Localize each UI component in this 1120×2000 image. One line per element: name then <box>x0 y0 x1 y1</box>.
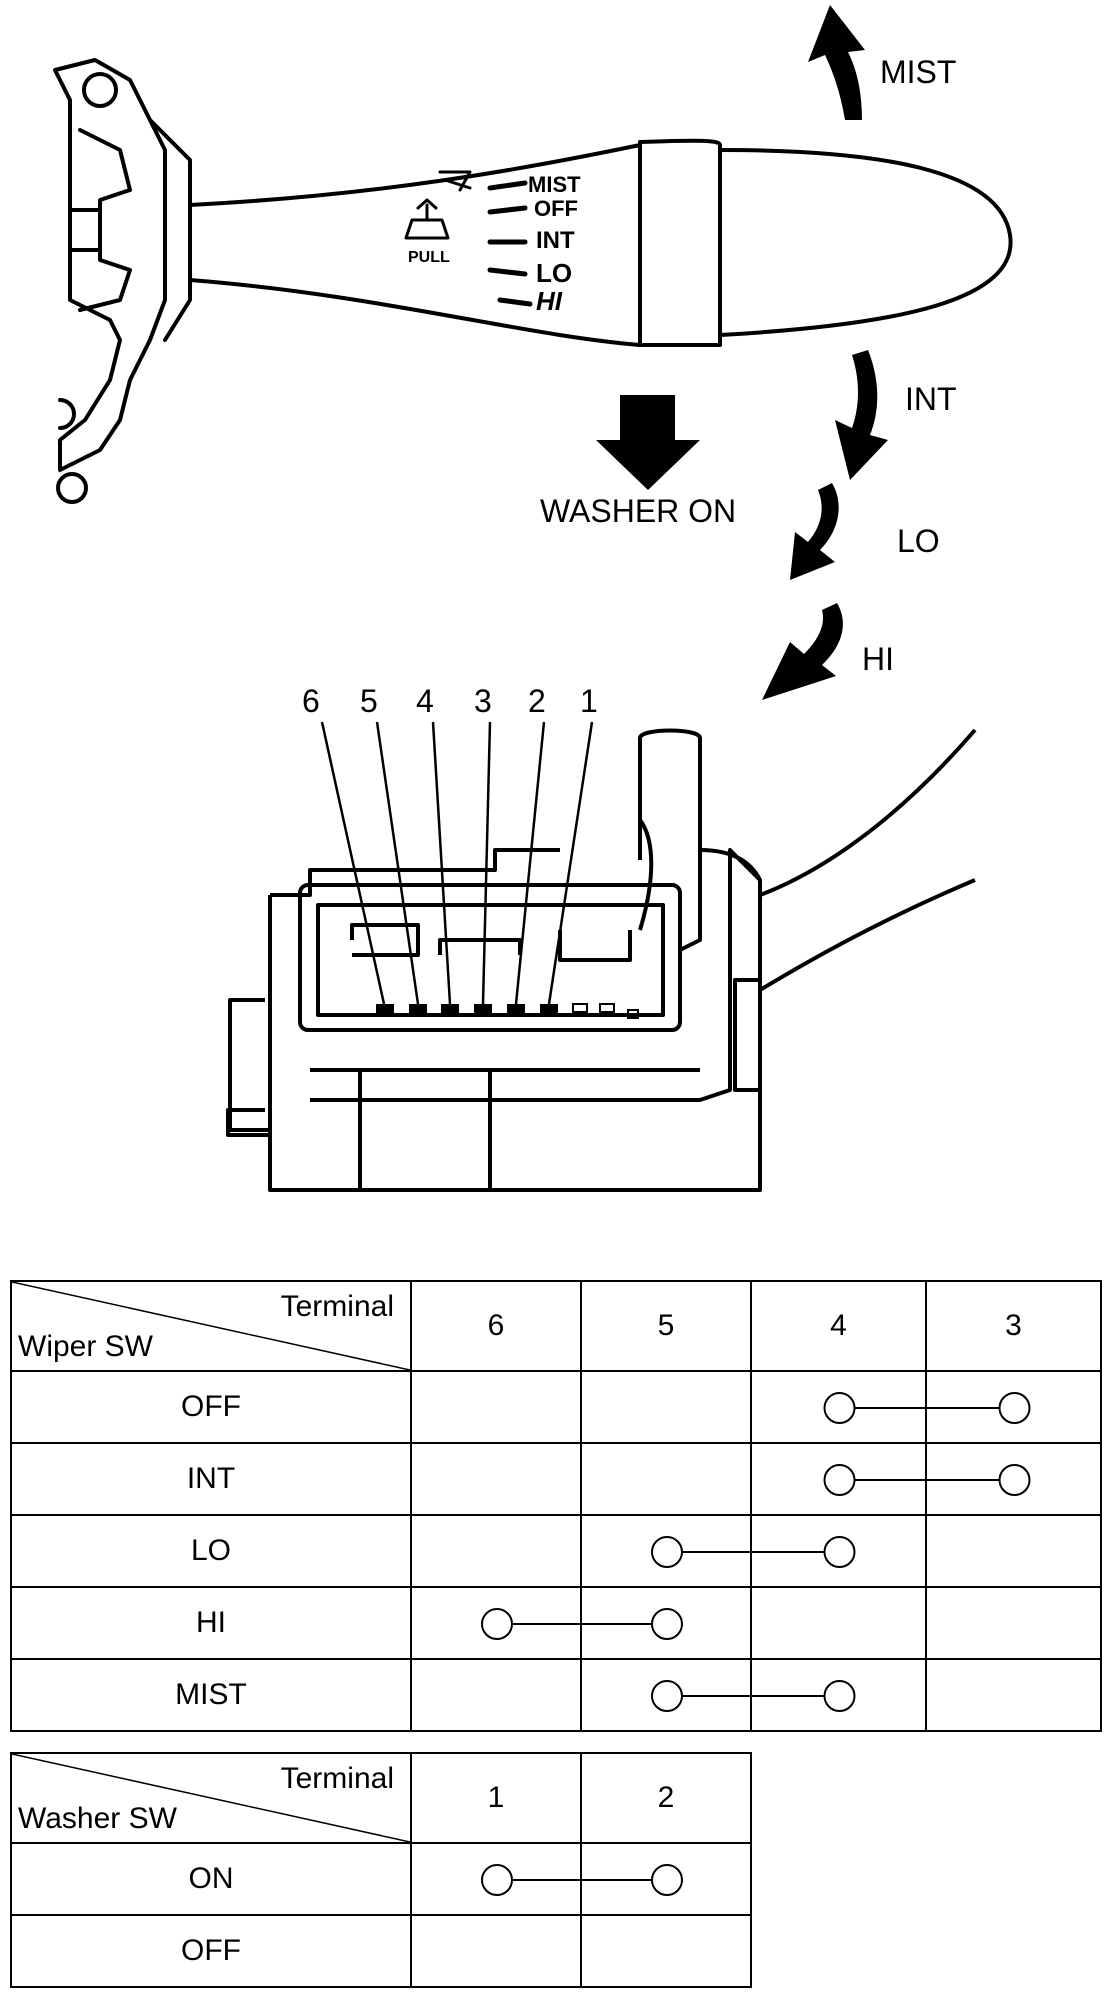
wiper-table-position-label: HI <box>10 1586 412 1660</box>
wiper-table-terminal-cell <box>580 1442 752 1516</box>
wiper-table-terminal-cell <box>580 1370 752 1444</box>
pin-number-2: 2 <box>528 683 546 719</box>
arrow-label-mist: MIST <box>880 54 956 90</box>
wiper-table-row: INT <box>10 1442 1102 1516</box>
wiper-lever-body <box>188 138 1013 347</box>
wiper-table-row: HI <box>10 1586 1102 1660</box>
wiper-table-position-label: LO <box>10 1514 412 1588</box>
pin-number-3: 3 <box>474 683 492 719</box>
wiper-table-terminal-cell <box>410 1586 683 1660</box>
wiper-table-row: MIST <box>10 1658 1102 1732</box>
washer-table-row: ON <box>10 1842 752 1916</box>
lever-marking-mist: MIST <box>528 172 581 197</box>
wiper-table-terminal-cell <box>925 1514 1102 1588</box>
wiper-terminal-header: 4 <box>750 1280 927 1372</box>
washer-icon <box>404 170 472 240</box>
washer-table-row: OFF <box>10 1914 752 1988</box>
wiper-table-terminal-cell <box>580 1586 752 1660</box>
wiper-corner-switch: Wiper SW <box>18 1330 153 1363</box>
wiper-terminal-header: 5 <box>580 1280 752 1372</box>
pin-number-6: 6 <box>302 683 320 719</box>
wiper-table-terminal-cell <box>750 1586 927 1660</box>
arrow-label-hi: HI <box>862 641 894 677</box>
wiper-table-terminal-cell <box>750 1370 1031 1444</box>
washer-table-corner-header: Terminal Washer SW <box>10 1752 412 1844</box>
mist-arrow-icon <box>808 5 865 120</box>
washer-corner-terminal: Terminal <box>280 1762 394 1795</box>
pin-number-1: 1 <box>580 683 598 719</box>
hi-arrow-icon <box>762 603 843 700</box>
connector-pins <box>376 1003 639 1019</box>
int-arrow-icon <box>835 350 888 480</box>
lever-marking-int: INT <box>536 227 575 254</box>
wiper-table-position-label: INT <box>10 1442 412 1516</box>
wiper-table-row: OFF <box>10 1370 1102 1444</box>
washer-table-terminal-cell <box>410 1914 582 1988</box>
wiper-table-terminal-cell <box>925 1442 1102 1516</box>
continuity-circle <box>481 1864 513 1896</box>
continuity-circle <box>823 1464 856 1496</box>
wiper-table-row: LO <box>10 1514 1102 1588</box>
wiper-terminal-header: 6 <box>410 1280 582 1372</box>
wiper-table-terminal-cell <box>925 1586 1102 1660</box>
washer-arrow-icon <box>596 395 700 490</box>
arrow-label-int: INT <box>905 381 957 417</box>
pin-number-4: 4 <box>416 683 434 719</box>
washer-terminal-header: 1 <box>410 1752 582 1844</box>
wiper-table-terminal-cell <box>580 1658 856 1732</box>
wiper-table-terminal-cell <box>750 1514 927 1588</box>
washer-table-position-label: OFF <box>10 1914 412 1988</box>
wiper-table-terminal-cell <box>410 1370 582 1444</box>
connector-pin-numbers: 6 5 4 3 2 1 <box>302 683 598 719</box>
lo-arrow-icon <box>790 483 839 580</box>
lever-position-ticks <box>487 180 533 307</box>
arrow-label-lo: LO <box>897 523 940 559</box>
continuity-circle <box>823 1392 856 1424</box>
lever-marking-hi: HI <box>536 286 563 316</box>
lever-marking-lo: LO <box>536 258 572 288</box>
lever-marking-off: OFF <box>534 196 578 221</box>
wiper-table-terminal-cell <box>750 1442 1031 1516</box>
wiper-table-terminal-cell <box>925 1658 1102 1732</box>
wiper-table-terminal-cell <box>580 1514 856 1588</box>
pin-number-5: 5 <box>360 683 378 719</box>
arrow-label-washer-on: WASHER ON <box>540 493 736 529</box>
washer-table-terminal-cell <box>580 1914 752 1988</box>
wiper-switch-illustration: MIST OFF INT LO HI PULL MIST WASHER ON I… <box>53 5 1013 1192</box>
washer-table-terminal-cell <box>410 1842 683 1916</box>
wiper-table-terminal-cell <box>410 1658 582 1732</box>
wiper-corner-terminal: Terminal <box>280 1290 394 1323</box>
wiper-table-terminal-cell <box>410 1442 582 1516</box>
wiper-table-position-label: OFF <box>10 1370 412 1444</box>
wiper-table-position-label: MIST <box>10 1658 412 1732</box>
wiper-table-terminal-cell <box>410 1514 582 1588</box>
wiper-table-corner-header: Terminal Wiper SW <box>10 1280 412 1372</box>
wiper-terminal-header: 3 <box>925 1280 1102 1372</box>
continuity-circle <box>651 1680 683 1712</box>
pin-leader-lines <box>320 721 594 1005</box>
switch-connector-housing <box>226 728 977 1192</box>
washer-pull-label: PULL <box>408 249 450 266</box>
washer-corner-switch: Washer SW <box>18 1802 177 1835</box>
continuity-circle <box>651 1536 683 1568</box>
wiper-table-terminal-cell <box>750 1658 927 1732</box>
washer-table-position-label: ON <box>10 1842 412 1916</box>
operation-arrow-labels: MIST WASHER ON INT LO HI <box>540 54 957 677</box>
switch-mounting-bracket <box>53 58 192 504</box>
wiper-table-terminal-cell <box>925 1370 1102 1444</box>
lever-markings: MIST OFF INT LO HI PULL <box>408 172 581 316</box>
washer-table-terminal-cell <box>580 1842 752 1916</box>
continuity-circle <box>481 1608 513 1640</box>
washer-terminal-header: 2 <box>580 1752 752 1844</box>
